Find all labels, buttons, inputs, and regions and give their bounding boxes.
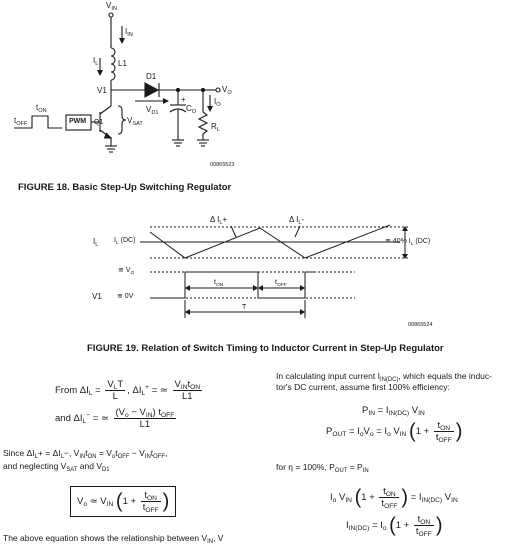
fig18-vin-label: VIN	[106, 1, 117, 12]
fig18-toff-label: tOFF	[14, 116, 28, 127]
fig18-q1-label: Q1	[94, 119, 104, 126]
fig19-il-label: IL	[93, 237, 99, 248]
fig19-toff-label: tOFF	[275, 279, 287, 288]
fig19-vo-level: ≅ VO	[118, 267, 135, 276]
fig19-dil-minus: Δ IL-	[289, 215, 305, 226]
right-para-line-1: In calculating input current IIN(DC), wh…	[276, 371, 492, 383]
fig18-il-label: IL	[93, 56, 99, 67]
fig18-pwm-label: PWM	[69, 118, 87, 125]
figure-18-circuit	[14, 12, 221, 153]
fig18-code: 00865523	[210, 162, 235, 168]
fig19-code: 00865524	[408, 322, 433, 328]
fig18-iin-label: IIN	[125, 27, 133, 38]
fig18-io-label: IO	[214, 97, 221, 108]
fig18-l1-label: L1	[118, 59, 127, 68]
fig19-period-label: T	[242, 304, 247, 311]
fig18-co-label: CO	[186, 104, 197, 115]
since-line-2: and neglecting VSAT and VD1	[3, 461, 110, 473]
fig18-rl-label: RL	[211, 122, 220, 133]
since-line-1: Since ΔIL+ = ΔIL−, VINtON = VotOFF − VIN…	[3, 448, 168, 460]
right-para-line-2: tor's DC current, assume first 100% effi…	[276, 382, 450, 392]
figure-19-waveform	[140, 224, 410, 318]
fig19-il-dc-label: IL (DC)	[114, 237, 136, 246]
fig19-percent-label: ≅ 40% IL (DC)	[385, 238, 431, 247]
fig18-vd1-label: VD1	[146, 105, 159, 116]
fig18-d1-label: D1	[146, 72, 157, 81]
fig18-vo-label: VO	[222, 85, 232, 96]
fig18-cap-plus: +	[181, 95, 186, 104]
fig18-vsat-label: VSAT	[127, 116, 143, 127]
efficiency-line: for η = 100%, POUT = PIN	[276, 462, 369, 474]
fig19-dil-plus: Δ IL+	[210, 215, 228, 226]
fig19-ton-label: tON	[214, 279, 224, 288]
fig18-v1-label: V1	[97, 86, 107, 95]
bottom-sentence: The above equation shows the relationshi…	[3, 533, 224, 545]
fig18-ton-label: tON	[36, 103, 47, 114]
figure-18-caption: FIGURE 18. Basic Step-Up Switching Regul…	[18, 182, 232, 193]
equation-pin: PIN = IIN(DC) VIN	[362, 405, 425, 417]
fig19-zero-level: ≅ 0V	[117, 293, 134, 300]
figure-19-caption: FIGURE 19. Relation of Switch Timing to …	[87, 343, 444, 354]
fig19-v1-label: V1	[92, 292, 102, 301]
